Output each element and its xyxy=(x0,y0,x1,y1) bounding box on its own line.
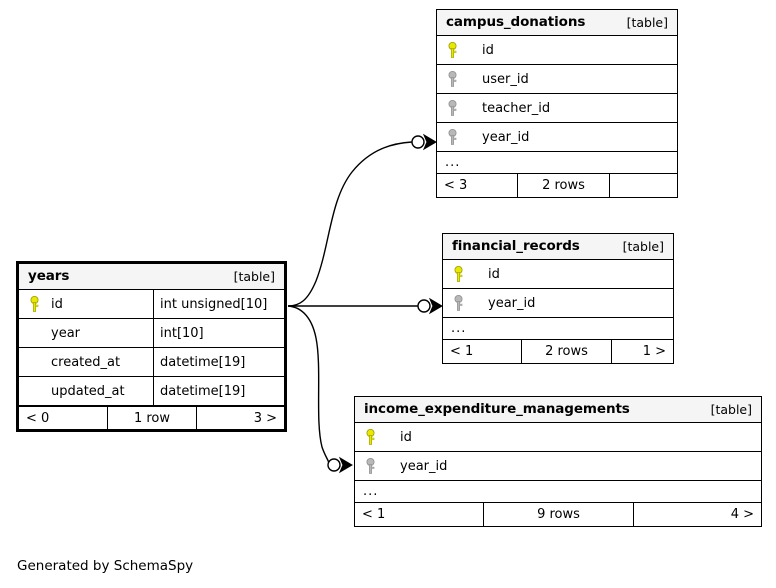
table-years[interactable]: years [table] id int unsigned[10] year i… xyxy=(16,261,287,432)
column-name: id xyxy=(400,429,412,445)
column-name-cell: year xyxy=(19,319,153,347)
footer-children-count: 4 > xyxy=(633,503,761,526)
column-row[interactable]: id int unsigned[10] xyxy=(19,290,284,319)
footer-row-count: 1 row xyxy=(107,407,196,429)
footer-row-count: 2 rows xyxy=(521,340,611,363)
column-name-cell: year_id xyxy=(443,289,673,317)
crowfoot-arrow-icon xyxy=(422,133,437,151)
more-columns-ellipsis: ... xyxy=(443,318,673,340)
column-name: created_at xyxy=(51,354,121,370)
column-name: year_id xyxy=(488,295,536,311)
table-footer: < 1 9 rows 4 > xyxy=(355,503,761,526)
primary-key-icon xyxy=(445,41,460,59)
foreign-key-icon xyxy=(363,457,378,475)
footer-parents-count: < 3 xyxy=(444,178,468,193)
table-title: income_expenditure_managements xyxy=(364,401,630,417)
column-name: year_id xyxy=(400,458,448,474)
column-row[interactable]: year_id xyxy=(443,289,673,318)
foreign-key-icon xyxy=(445,128,460,146)
column-name-cell: id xyxy=(443,260,673,288)
primary-key-icon xyxy=(27,295,42,313)
crowfoot-arrow-icon xyxy=(338,456,353,474)
column-row[interactable]: year_id xyxy=(437,123,677,152)
table-footer: < 1 2 rows 1 > xyxy=(443,340,673,363)
table-title: financial_records xyxy=(452,238,580,254)
foreign-key-icon xyxy=(445,99,460,117)
footer-children-count: 1 > xyxy=(611,340,673,363)
table-footer: < 0 1 row 3 > xyxy=(19,406,284,429)
table-type-tag: [table] xyxy=(626,14,668,30)
footer-parents-count: < 1 xyxy=(362,507,386,522)
relationship-years-campus_donations xyxy=(287,133,437,307)
column-name-cell: updated_at xyxy=(19,377,153,405)
column-type: datetime[19] xyxy=(153,348,284,376)
cardinality-zero-marker xyxy=(327,458,341,472)
column-name: id xyxy=(482,42,494,58)
table-header: years [table] xyxy=(19,264,284,290)
column-type: int[10] xyxy=(153,319,284,347)
foreign-key-icon xyxy=(445,70,460,88)
relationship-years-financial_records xyxy=(288,297,443,315)
footer-parents-count: < 0 xyxy=(26,410,50,426)
column-row[interactable]: id xyxy=(355,423,761,452)
column-row[interactable]: updated_at datetime[19] xyxy=(19,377,284,406)
crowfoot-arrow-icon xyxy=(428,297,443,315)
column-row[interactable]: id xyxy=(443,260,673,289)
column-name: teacher_id xyxy=(482,100,551,116)
table-title: campus_donations xyxy=(446,14,586,30)
table-footer: < 3 2 rows xyxy=(437,174,677,197)
column-name-cell: id xyxy=(19,290,153,318)
table-financial_records[interactable]: financial_records [table] id year_id ...… xyxy=(442,233,674,364)
primary-key-icon xyxy=(363,428,378,446)
table-type-tag: [table] xyxy=(710,401,752,417)
generated-by-caption: Generated by SchemaSpy xyxy=(17,558,194,574)
cardinality-zero-marker xyxy=(411,135,425,149)
cardinality-zero-marker xyxy=(417,299,431,313)
more-columns-ellipsis: ... xyxy=(437,152,677,174)
column-name-cell: created_at xyxy=(19,348,153,376)
relationship-years-income_expenditure_managements xyxy=(287,305,353,474)
column-type: datetime[19] xyxy=(153,377,284,405)
table-type-tag: [table] xyxy=(233,268,275,284)
column-row[interactable]: created_at datetime[19] xyxy=(19,348,284,377)
table-header: income_expenditure_managements [table] xyxy=(355,397,761,423)
column-name-cell: id xyxy=(437,36,677,64)
column-row[interactable]: user_id xyxy=(437,65,677,94)
footer-row-count: 9 rows xyxy=(483,503,633,526)
primary-key-icon xyxy=(451,265,466,283)
more-columns-ellipsis: ... xyxy=(355,481,761,503)
column-type: int unsigned[10] xyxy=(153,290,284,318)
table-type-tag: [table] xyxy=(622,238,664,254)
column-name-cell: year_id xyxy=(355,452,761,480)
table-income_expenditure_managements[interactable]: income_expenditure_managements [table] i… xyxy=(354,396,762,527)
footer-children-count: 3 > xyxy=(196,407,284,429)
column-row[interactable]: id xyxy=(437,36,677,65)
column-row[interactable]: year_id xyxy=(355,452,761,481)
table-header: campus_donations [table] xyxy=(437,10,677,36)
column-name-cell: year_id xyxy=(437,123,677,151)
column-name: updated_at xyxy=(51,383,125,399)
column-name: year_id xyxy=(482,129,530,145)
table-header: financial_records [table] xyxy=(443,234,673,260)
column-name: user_id xyxy=(482,71,529,87)
footer-row-count: 2 rows xyxy=(517,174,609,197)
column-name: id xyxy=(51,296,63,312)
column-row[interactable]: year int[10] xyxy=(19,319,284,348)
table-campus_donations[interactable]: campus_donations [table] id user_id xyxy=(436,9,678,198)
column-name: id xyxy=(488,266,500,282)
column-name-cell: teacher_id xyxy=(437,94,677,122)
footer-parents-count: < 1 xyxy=(450,344,474,359)
foreign-key-icon xyxy=(451,294,466,312)
column-name: year xyxy=(51,325,81,341)
column-row[interactable]: teacher_id xyxy=(437,94,677,123)
column-name-cell: id xyxy=(355,423,761,451)
footer-children-count xyxy=(609,174,677,197)
table-title: years xyxy=(28,268,70,284)
column-name-cell: user_id xyxy=(437,65,677,93)
